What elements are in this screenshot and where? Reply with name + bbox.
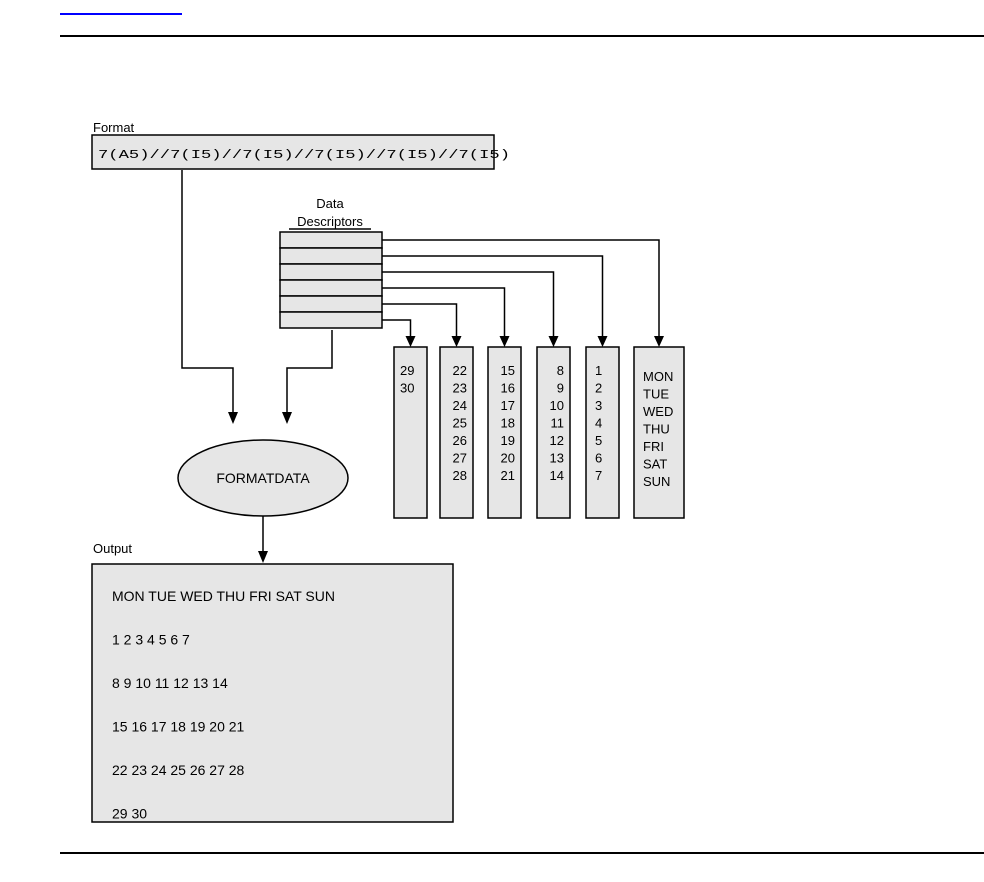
output-row: 15 16 17 18 19 20 21: [112, 719, 245, 735]
descriptor-slot: [279, 295, 383, 313]
descriptor-arrow: [451, 336, 462, 347]
format-arrow: [228, 412, 238, 424]
column-value: 23: [453, 381, 467, 396]
column-value: SAT: [643, 457, 667, 472]
output-row: 22 23 24 25 26 27 28: [112, 762, 245, 778]
descriptor-arrow: [597, 336, 608, 347]
column-value: 10: [550, 398, 564, 413]
descriptor-slot: [279, 247, 383, 265]
column-value: SUN: [643, 474, 670, 489]
descriptor-connector: [382, 287, 506, 337]
format-box: [91, 134, 495, 170]
data-column: [585, 346, 620, 519]
column-value: 26: [453, 433, 467, 448]
column-value: MON: [643, 369, 673, 384]
data-columns: 2930222324252627281516171819202189101112…: [393, 346, 685, 519]
column-value: 16: [501, 381, 515, 396]
process-ellipse: [177, 439, 349, 517]
data-column: [633, 346, 685, 519]
descriptor-connector: [382, 319, 412, 337]
descriptors-to-process-line: [286, 330, 333, 414]
format-string: 7(A5)//7(I5)//7(I5)//7(I5)//7(I5)//7(I5): [98, 149, 510, 162]
column-value: 9: [557, 381, 564, 396]
top-link[interactable]: [60, 0, 182, 15]
column-value: 24: [453, 398, 467, 413]
output-row: 8 9 10 11 12 13 14: [112, 675, 228, 691]
column-value: 2: [595, 381, 602, 396]
descriptor-connector: [382, 303, 458, 337]
output-label: Output: [93, 541, 132, 556]
descriptor-connectors: [382, 239, 664, 347]
output-row: 1 2 3 4 5 6 7: [112, 632, 190, 648]
descriptor-connector: [382, 239, 660, 337]
data-column: [536, 346, 571, 519]
column-value: 29: [400, 363, 414, 378]
output-rows: MON TUE WED THU FRI SAT SUN 1 2 3 4 5 6 7…: [112, 588, 335, 822]
data-column: [393, 346, 428, 519]
descriptors-label-line2: Descriptors: [297, 214, 363, 229]
column-value: 11: [551, 416, 565, 431]
column-value: 15: [501, 363, 515, 378]
column-value: 27: [453, 451, 467, 466]
descriptor-connector: [382, 271, 555, 337]
top-rule: [60, 35, 984, 37]
output-row: 29 30: [112, 806, 147, 822]
column-value: 14: [550, 468, 564, 483]
column-value: 8: [557, 363, 564, 378]
descriptor-arrow: [654, 336, 664, 347]
data-column: [439, 346, 474, 519]
descriptor-slot: [279, 311, 383, 329]
column-value: 19: [501, 433, 515, 448]
descriptor-arrow: [548, 336, 559, 347]
column-value: 13: [550, 451, 564, 466]
column-value: 5: [595, 433, 602, 448]
column-value: 6: [595, 451, 602, 466]
data-column: [487, 346, 522, 519]
column-value: 30: [400, 381, 414, 396]
column-value: WED: [643, 404, 673, 419]
bottom-rule: [60, 852, 984, 854]
format-to-process-line: [181, 170, 234, 414]
descriptors-stack: [279, 231, 383, 329]
column-value: 28: [453, 468, 467, 483]
column-value: 20: [501, 451, 515, 466]
descriptors-label-line1: Data: [316, 196, 344, 211]
descriptor-arrow: [405, 336, 416, 347]
output-row: MON TUE WED THU FRI SAT SUN: [112, 588, 335, 604]
column-value: 4: [595, 416, 602, 431]
descriptor-slot: [279, 263, 383, 281]
column-value: 25: [453, 416, 467, 431]
output-box: [91, 563, 454, 823]
column-value: 3: [595, 398, 602, 413]
column-value: 21: [501, 468, 515, 483]
column-value: 22: [453, 363, 467, 378]
connectors: [181, 170, 333, 563]
descriptor-arrow: [499, 336, 510, 347]
process-label: FORMATDATA: [216, 470, 310, 486]
column-value: FRI: [643, 439, 664, 454]
column-value: THU: [643, 422, 670, 437]
format-label: Format: [93, 120, 135, 135]
descriptor-slot: [279, 279, 383, 297]
descriptor-slot: [279, 231, 383, 249]
column-value: 12: [550, 433, 564, 448]
descriptors-arrow: [282, 412, 292, 424]
column-value: 1: [595, 363, 602, 378]
column-value: 18: [501, 416, 515, 431]
column-value: 7: [595, 468, 602, 483]
descriptor-connector: [382, 255, 604, 337]
column-value: TUE: [643, 387, 669, 402]
output-arrow: [258, 551, 268, 563]
column-value: 17: [501, 398, 515, 413]
